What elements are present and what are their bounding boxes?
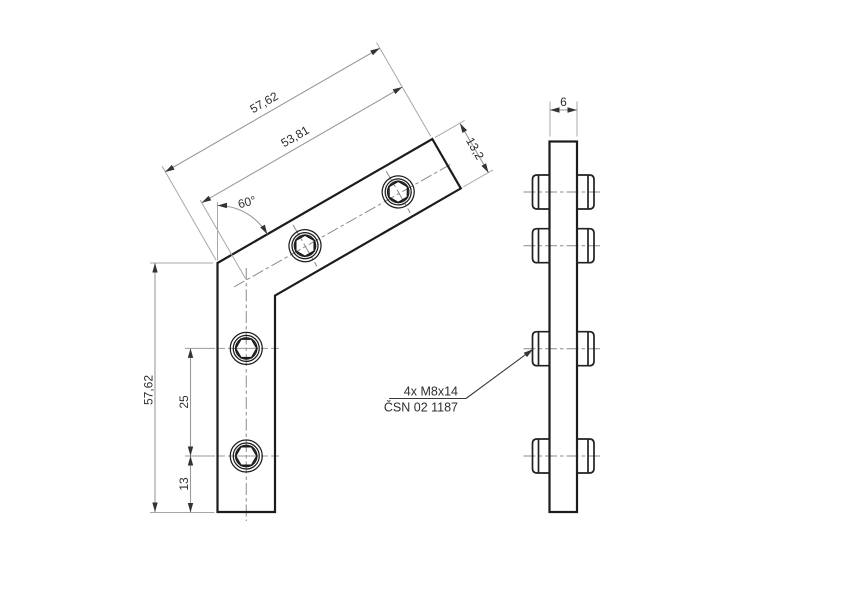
dim-plate-thickness: 6 (549, 95, 578, 137)
note-line2: ČSN 02 1187 (384, 400, 458, 415)
dim-arm-width: 13,2 (434, 120, 494, 188)
note-leader-line (465, 349, 532, 399)
dim-hole-edge-offset: 13 (177, 456, 194, 513)
angled-arm-centerline (233, 163, 453, 288)
front-view: 57,62 53,81 13,2 60° (142, 42, 494, 521)
dim-text-arm-inner: 53,81 (278, 123, 311, 150)
screw-note: 4x M8x14 ČSN 02 1187 (384, 347, 535, 415)
dim-leg-height: 57,62 (142, 262, 215, 513)
dim-text-arm-outer: 57,62 (247, 89, 280, 116)
dim-hole-spacing: 25 (177, 348, 194, 513)
dim-arm-length-inner: 53,81 (199, 84, 404, 279)
side-view: 6 (523, 95, 602, 514)
dim-text-hole-edge: 13 (177, 477, 191, 491)
dim-corner-angle: 60° (217, 193, 270, 261)
dim-text-arm-width: 13,2 (463, 135, 487, 163)
dim-text-angle: 60° (236, 193, 257, 211)
bolt1-cross-centerline (385, 170, 411, 213)
plate-outline (548, 140, 579, 514)
dim-text-hole-spacing: 25 (177, 395, 191, 409)
dim-arm-length-outer: 57,62 (161, 42, 432, 261)
dim-text-leg-height: 57,62 (142, 375, 156, 405)
bracket-outline (216, 137, 463, 514)
note-line1: 4x M8x14 (404, 385, 458, 399)
bolt2-cross-centerline (292, 224, 318, 267)
dim-text-plate-thickness: 6 (560, 95, 567, 109)
